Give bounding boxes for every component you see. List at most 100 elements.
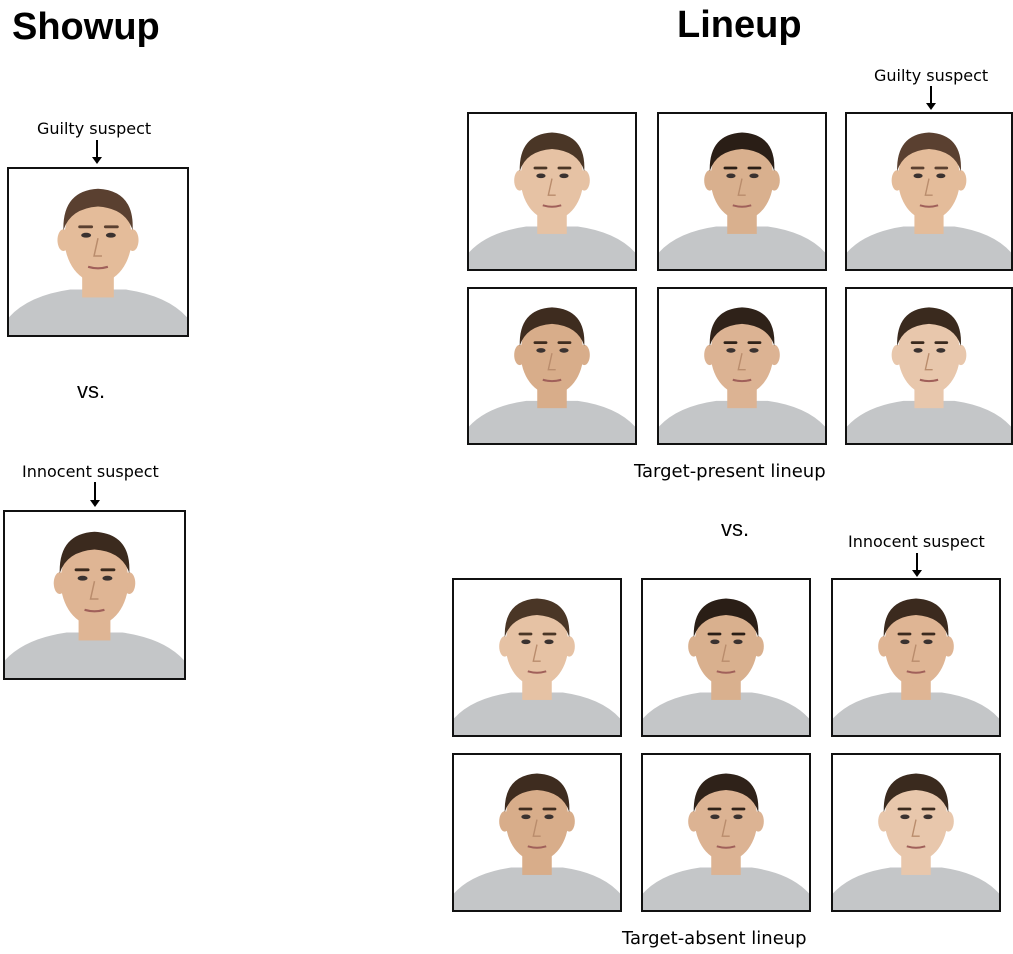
face-portrait	[659, 132, 825, 269]
eye-right-shape	[749, 173, 759, 179]
face-shape	[898, 311, 960, 395]
hair-shape	[59, 531, 130, 574]
brow-right-shape	[731, 807, 746, 811]
showup-innocent-photo	[3, 510, 186, 680]
mouth-shape	[527, 845, 547, 849]
brow-left-shape	[723, 166, 738, 170]
mouth-shape	[906, 670, 926, 674]
nose-shape	[924, 178, 933, 196]
mouth-shape	[906, 845, 926, 849]
face-portrait	[643, 773, 809, 910]
hair-shape	[504, 773, 570, 813]
brow-right-shape	[542, 632, 557, 636]
absent-lineup-photo-4	[452, 753, 622, 912]
shirt-shape	[833, 867, 999, 910]
eye-left-shape	[913, 173, 923, 179]
face-portrait	[454, 773, 620, 910]
hair-shape	[883, 773, 949, 813]
face-portrait	[833, 773, 999, 910]
brow-left-shape	[707, 632, 722, 636]
lineup-guilty-suspect-arrow	[926, 86, 936, 110]
eye-left-shape	[521, 814, 531, 820]
brow-left-shape	[78, 225, 94, 229]
eye-right-shape	[544, 639, 554, 645]
hair-shape	[693, 773, 759, 813]
hair-shape	[519, 132, 585, 172]
nose-shape	[911, 644, 920, 662]
guilty-suspect-arrow	[92, 140, 102, 164]
face-shape	[64, 193, 132, 283]
nose-shape	[93, 238, 102, 257]
shirt-shape	[469, 226, 635, 269]
nose-shape	[737, 353, 746, 371]
eye-right-shape	[923, 814, 933, 820]
brow-right-shape	[731, 632, 746, 636]
lineup-innocent-suspect-arrow	[912, 553, 922, 577]
absent-lineup-photo-2	[641, 578, 811, 737]
eye-left-shape	[77, 575, 88, 581]
mouth-shape	[542, 204, 562, 208]
eye-right-shape	[102, 575, 113, 581]
absent-lineup-photo-6	[831, 753, 1001, 912]
eye-left-shape	[536, 173, 546, 179]
shirt-shape	[5, 632, 184, 678]
face-portrait	[9, 188, 187, 335]
nose-shape	[547, 178, 556, 196]
absent-lineup-photo-1	[452, 578, 622, 737]
eye-right-shape	[936, 348, 946, 353]
nose-shape	[721, 644, 730, 662]
shirt-shape	[454, 867, 620, 910]
lineup-guilty-suspect-label: Guilty suspect	[874, 66, 989, 85]
brow-right-shape	[747, 341, 762, 344]
brow-right-shape	[747, 166, 762, 170]
guilty-suspect-label: Guilty suspect	[37, 119, 152, 138]
eye-left-shape	[726, 173, 736, 179]
brow-left-shape	[533, 341, 548, 344]
face-portrait	[5, 531, 184, 678]
eye-left-shape	[900, 639, 910, 645]
face-portrait	[659, 307, 825, 443]
shirt-shape	[9, 289, 187, 335]
face-shape	[710, 311, 774, 395]
present-lineup-photo-3-suspect	[845, 112, 1013, 271]
absent-lineup-photo-5	[641, 753, 811, 912]
brow-left-shape	[723, 341, 738, 344]
absent-lineup-photo-3-suspect	[831, 578, 1001, 737]
shirt-shape	[659, 226, 825, 269]
hair-shape	[897, 307, 961, 346]
innocent-suspect-arrow	[90, 482, 100, 507]
brow-right-shape	[100, 568, 116, 572]
eye-left-shape	[710, 814, 720, 820]
lineup-innocent-suspect-label: Innocent suspect	[848, 532, 985, 551]
brow-left-shape	[897, 632, 912, 636]
mouth-shape	[527, 670, 547, 674]
mouth-shape	[732, 378, 752, 383]
face-portrait	[643, 598, 809, 735]
hair-shape	[693, 598, 759, 638]
eye-left-shape	[521, 639, 531, 645]
brow-right-shape	[557, 166, 572, 170]
brow-right-shape	[557, 341, 572, 344]
nose-shape	[532, 819, 541, 837]
nose-shape	[737, 178, 746, 196]
shirt-shape	[469, 400, 635, 443]
present-lineup-photo-1	[467, 112, 637, 271]
face-portrait	[847, 132, 1011, 269]
hair-shape	[897, 132, 961, 172]
shirt-shape	[847, 226, 1011, 269]
hair-shape	[519, 307, 585, 346]
present-lineup-photo-2	[657, 112, 827, 271]
shirt-shape	[659, 400, 825, 443]
nose-shape	[721, 819, 730, 837]
hair-shape	[504, 598, 570, 638]
target-absent-caption: Target-absent lineup	[622, 928, 807, 949]
hair-shape	[63, 188, 133, 231]
brow-left-shape	[707, 807, 722, 811]
eye-right-shape	[559, 348, 569, 353]
shirt-shape	[643, 867, 809, 910]
brow-left-shape	[74, 568, 90, 572]
eye-right-shape	[544, 814, 554, 820]
nose-shape	[911, 819, 920, 837]
hair-shape	[883, 598, 949, 638]
brow-left-shape	[533, 166, 548, 170]
